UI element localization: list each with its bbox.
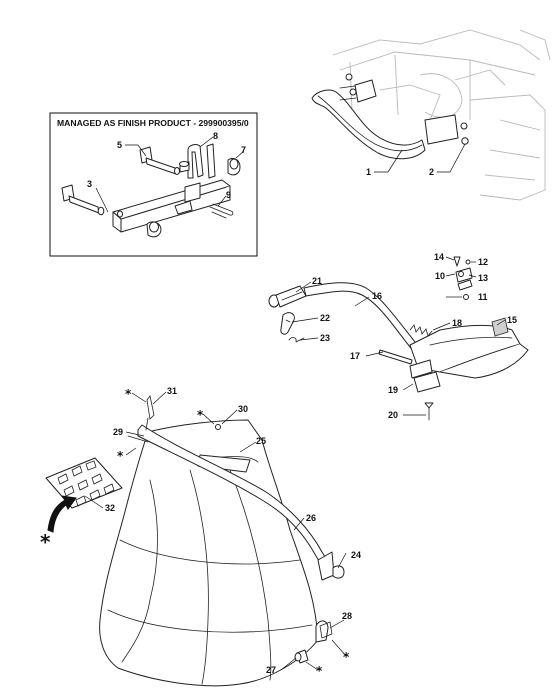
lift-lever xyxy=(268,282,529,421)
catcher-small-parts xyxy=(127,395,345,664)
callout-32: 32 xyxy=(105,503,115,513)
callout-11: 11 xyxy=(478,292,488,302)
callout-8: 8 xyxy=(213,131,218,141)
inset-box-title: MANAGED AS FINISH PRODUCT - 299900395/0 xyxy=(57,118,249,128)
callout-15: 15 xyxy=(507,315,517,325)
callout-labels: 1 2 3 5 7 8 9 10 11 12 13 14 15 16 17 18… xyxy=(87,131,517,675)
clevis-and-pin xyxy=(280,312,305,343)
callout-14: 14 xyxy=(434,252,444,262)
callout-25: 25 xyxy=(256,436,266,446)
callout-19: 19 xyxy=(388,385,398,395)
tractor-frame-ghost xyxy=(332,29,551,201)
callout-3: 3 xyxy=(87,179,92,189)
asterisk-marker-28: * xyxy=(343,650,350,664)
callout-27: 27 xyxy=(266,665,276,675)
callout-29: 29 xyxy=(113,427,123,437)
callout-28: 28 xyxy=(342,611,352,621)
callout-12: 12 xyxy=(478,257,488,267)
grass-catcher xyxy=(99,419,319,687)
callout-18: 18 xyxy=(452,318,462,328)
asterisk-markers: * * * * * * xyxy=(40,387,350,678)
callout-26: 26 xyxy=(306,513,316,523)
callout-24: 24 xyxy=(351,550,361,560)
callout-13: 13 xyxy=(478,273,488,283)
callout-20: 20 xyxy=(388,410,398,420)
asterisk-marker-31: * xyxy=(125,387,132,401)
asterisk-marker-29: * xyxy=(117,449,124,463)
callout-22: 22 xyxy=(320,313,330,323)
callout-21: 21 xyxy=(312,276,322,286)
callout-31: 31 xyxy=(167,386,177,396)
asterisk-marker-27: * xyxy=(316,664,323,678)
callout-9: 9 xyxy=(226,190,231,200)
callout-1: 1 xyxy=(366,167,371,177)
front-bumper xyxy=(311,79,459,160)
leader-lines xyxy=(84,136,506,671)
instruction-sheet xyxy=(45,457,123,509)
callout-10: 10 xyxy=(435,271,445,281)
curved-arrow xyxy=(47,495,77,533)
callout-7: 7 xyxy=(241,145,246,155)
callout-5: 5 xyxy=(117,140,122,150)
callout-17: 17 xyxy=(350,351,360,361)
callout-16: 16 xyxy=(372,291,382,301)
small-parts-10-14 xyxy=(453,256,473,300)
hitch-assembly xyxy=(61,143,241,238)
callout-2: 2 xyxy=(429,167,434,177)
asterisk-marker-arrow: * xyxy=(40,530,51,554)
callout-23: 23 xyxy=(320,333,330,343)
asterisk-marker-30: * xyxy=(197,408,204,422)
bumper-bolts xyxy=(345,73,469,145)
callout-30: 30 xyxy=(238,404,248,414)
